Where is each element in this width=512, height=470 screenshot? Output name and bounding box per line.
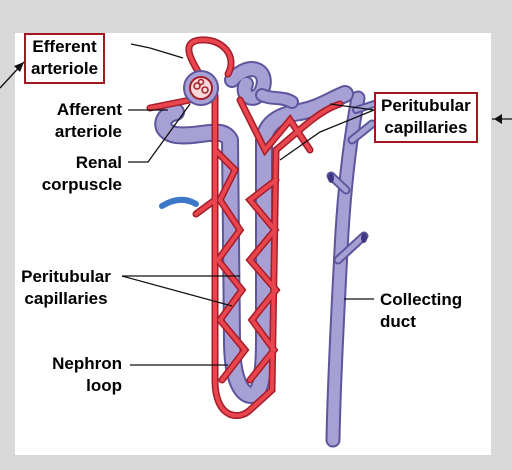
renal-corpuscle-shape xyxy=(183,70,219,106)
arrow-heads xyxy=(14,62,502,124)
label-renal-corpuscle: Renal corpuscle xyxy=(41,153,122,194)
label-nephron-loop: Nephron loop xyxy=(52,354,122,395)
leader-lines xyxy=(0,43,512,366)
label-collecting-duct: Collecting duct xyxy=(380,290,463,331)
capillary-network-shape xyxy=(146,36,344,420)
nephron-tubule-shape xyxy=(154,61,354,404)
label-efferent-arteriole: Efferent arteriole xyxy=(24,33,106,84)
label-peritubular-capillaries-left: Peritubular capillaries xyxy=(21,267,111,308)
label-afferent-arteriole: Afferent arteriole xyxy=(54,100,122,141)
label-peritubular-capillaries-top: Peritubular capillaries xyxy=(374,92,478,143)
collecting-duct-shape xyxy=(325,90,378,448)
